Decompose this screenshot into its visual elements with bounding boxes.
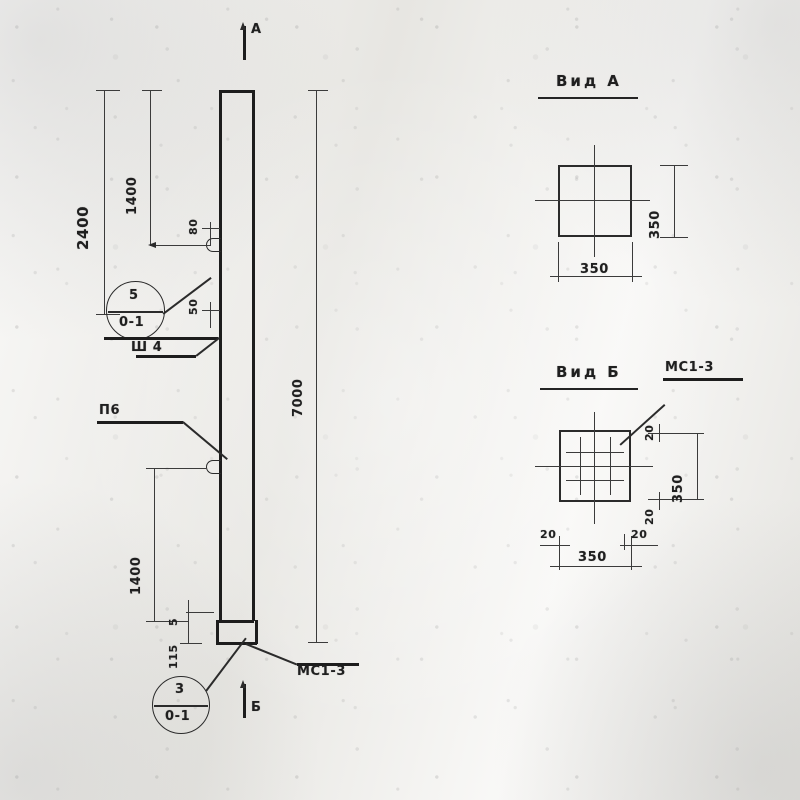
dim-50-line xyxy=(210,302,212,328)
base-bottom-edge xyxy=(216,642,257,645)
callout-bubble-bottom xyxy=(152,676,210,734)
dim-7000-label: 7000 xyxy=(291,378,306,417)
view-b-vertical-centerline xyxy=(594,412,596,524)
view-b-dim-right-tick-bottom xyxy=(648,499,704,501)
dim-80-label: 80 xyxy=(187,218,200,235)
view-b-dim-bottom-right-tick xyxy=(620,545,658,547)
dim-5-line xyxy=(186,612,214,614)
dim-80-line xyxy=(210,222,212,246)
dim-50-tick xyxy=(202,310,220,312)
view-a-dim-width-line xyxy=(550,276,642,278)
section-label-a: А xyxy=(251,22,262,37)
section-label-b: Б xyxy=(251,700,262,715)
sh4-leader-diagonal xyxy=(195,336,221,357)
view-a-dim-width-ext-left xyxy=(558,242,560,282)
column-right-edge xyxy=(252,90,255,621)
view-b-dim-bottom-ext-left xyxy=(559,536,561,570)
dim-1400-upper-leader xyxy=(150,245,210,247)
view-b-plate-label-underline xyxy=(663,378,743,381)
callout-bubble-bottom-number: 3 xyxy=(175,682,185,697)
view-b-plate-label: МС1-3 xyxy=(665,360,714,375)
section-line-a xyxy=(243,26,246,60)
view-b-dim-bottom-line xyxy=(550,566,642,568)
view-b-dim-right-bottom-ext xyxy=(659,492,661,510)
dim-2400-label: 2400 xyxy=(74,205,92,250)
view-b-horizontal-centerline xyxy=(535,466,653,468)
view-a-dim-width-label: 350 xyxy=(580,262,609,277)
view-b-dim-bottom-left-label: 20 xyxy=(540,528,557,541)
mc13-underline xyxy=(297,663,359,666)
dim-5-label: 5 xyxy=(167,617,180,626)
dim-115-label: 115 xyxy=(167,644,180,669)
view-b-dim-right-mid-label: 350 xyxy=(671,474,686,503)
view-a-title: Вид А xyxy=(556,72,622,90)
view-b-title-underline xyxy=(540,388,638,391)
base-left-edge xyxy=(216,620,219,644)
callout-bubble-top-number: 5 xyxy=(129,288,139,303)
section-arrow-b xyxy=(239,680,246,688)
dim-115-line xyxy=(188,600,190,644)
dim-50-label: 50 xyxy=(187,298,200,315)
view-b-dim-bottom-ext-right xyxy=(631,536,633,570)
view-b-dim-right-line xyxy=(697,433,699,499)
view-b-dim-bottom-right-ext xyxy=(624,534,626,550)
view-a-dim-height-tick-bottom xyxy=(660,237,688,239)
dim-7000-tick-top xyxy=(308,90,328,92)
dim-1400-upper-label: 1400 xyxy=(125,176,140,215)
view-b-dim-right-top-ext xyxy=(659,424,661,442)
p6-label: П6 xyxy=(99,403,121,418)
dim-7000-tick-bottom xyxy=(308,642,328,644)
mc13-label: МС1-3 xyxy=(297,664,346,679)
view-b-dim-bottom-left-tick xyxy=(540,545,570,547)
view-a-dim-height-line xyxy=(674,165,676,237)
sh4-underline xyxy=(136,355,196,358)
dim-115-tick xyxy=(180,643,202,645)
dim-1400-lower-tick-top xyxy=(146,468,206,470)
column-top-edge xyxy=(219,90,254,93)
view-a-dim-width-ext-right xyxy=(632,242,634,282)
view-a-dim-height-label: 350 xyxy=(648,210,663,239)
dim-80-tick xyxy=(202,228,220,230)
dim-1400-upper-tick-top xyxy=(142,90,162,92)
section-arrow-a xyxy=(239,22,246,30)
callout-bubble-top-sub: 0-1 xyxy=(119,315,145,330)
dim-1400-lower-tick-bottom xyxy=(146,621,188,623)
callout-bubble-bottom-divider xyxy=(154,705,208,707)
p6-underline xyxy=(97,421,183,424)
dim-1400-lower-line xyxy=(154,468,156,622)
mc13-leader-diagonal xyxy=(245,643,298,666)
view-b-dim-right-top-label: 20 xyxy=(643,424,656,441)
callout-bubble-top-divider xyxy=(108,311,163,313)
dim-1400-upper-arrow xyxy=(148,241,156,248)
dim-7000-line xyxy=(316,90,318,643)
column-base-top-line xyxy=(219,620,254,623)
dim-2400-tick-top xyxy=(96,90,120,92)
view-b-dim-right-tick-top xyxy=(648,433,704,435)
view-a-horizontal-centerline xyxy=(535,200,650,202)
column-left-edge xyxy=(219,90,222,621)
view-a-title-underline xyxy=(538,97,638,100)
dim-1400-lower-label: 1400 xyxy=(129,556,144,595)
view-b-title: Вид Б xyxy=(556,363,622,381)
base-right-edge xyxy=(255,620,258,644)
callout-bubble-bottom-sub: 0-1 xyxy=(165,709,191,724)
section-line-b xyxy=(243,684,246,718)
corbel-lower xyxy=(206,460,221,474)
view-b-dim-right-bottom-label: 20 xyxy=(643,508,656,525)
sh4-label: Ш 4 xyxy=(131,340,163,355)
view-a-dim-height-tick-top xyxy=(660,165,688,167)
view-b-dim-bottom-mid-label: 350 xyxy=(578,550,607,565)
view-b-dim-bottom-right-label: 20 xyxy=(631,528,648,541)
dim-1400-upper-line xyxy=(150,90,152,246)
dim-2400-line xyxy=(104,90,106,315)
sh4-leader-horizontal xyxy=(104,337,218,340)
